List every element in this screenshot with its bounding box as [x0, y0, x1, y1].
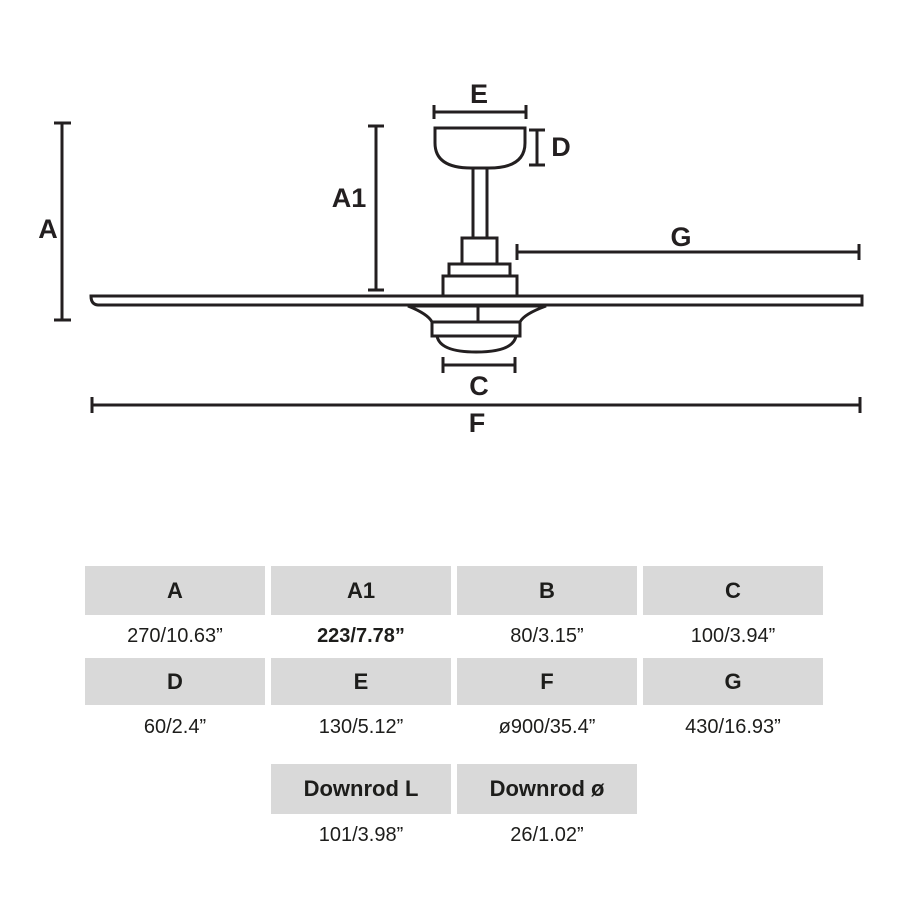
table-header-cell: D: [85, 658, 265, 705]
table-value-cell: 60/2.4”: [85, 705, 265, 749]
table-value-cell: 270/10.63”: [85, 615, 265, 658]
dim-label-f: F: [469, 408, 486, 438]
dim-label-a: A: [38, 214, 58, 244]
motor-mount-top: [460, 236, 499, 266]
table-value-cell: 101/3.98”: [271, 814, 451, 857]
ceiling-fan-dimension-diagram: A A1 E D G C F: [38, 79, 864, 438]
dim-line-g: [515, 244, 861, 260]
table-header-cell: B: [457, 566, 637, 615]
table-value-cell: 80/3.15”: [457, 615, 637, 658]
dim-line-a1: [368, 124, 384, 292]
canopy-outline: [433, 126, 527, 170]
dim-label-c: C: [469, 371, 489, 401]
motor-mount-base: [441, 274, 519, 298]
dim-line-d: [529, 128, 545, 167]
table-value-cell: 26/1.02”: [457, 814, 637, 857]
downrod: [471, 166, 489, 240]
dim-label-e: E: [470, 79, 488, 109]
table-header-cell: Downrod L: [271, 764, 451, 814]
table-header-cell: E: [271, 658, 451, 705]
table-header-cell: Downrod ø: [457, 764, 637, 814]
dim-label-d: D: [551, 132, 571, 162]
table-value-cell: 130/5.12”: [271, 705, 451, 749]
table-header-cell: G: [643, 658, 823, 705]
dimension-table: A A1 B C 270/10.63” 223/7.78” 80/3.15” 1…: [85, 566, 823, 857]
table-header-cell: F: [457, 658, 637, 705]
table-header-cell: A1: [271, 566, 451, 615]
table-header-row-downrod: Downrod L Downrod ø: [85, 764, 823, 814]
table-value-cell: 100/3.94”: [643, 615, 823, 658]
dim-label-g: G: [670, 222, 691, 252]
table-row-spacer: [85, 749, 823, 764]
table-value-cell: 223/7.78”: [271, 615, 451, 658]
dim-line-e: [432, 105, 528, 119]
table-header-row-2: D E F G: [85, 658, 823, 705]
dim-line-f: [90, 397, 862, 413]
table-header-cell: C: [643, 566, 823, 615]
table-header-row-1: A A1 B C: [85, 566, 823, 615]
dim-line-a: [54, 121, 71, 322]
light-kit-glass: [435, 334, 518, 354]
light-kit-band: [430, 320, 522, 338]
dim-line-c: [441, 357, 517, 373]
fan-blade: [89, 294, 864, 307]
table-value-row-1: 270/10.63” 223/7.78” 80/3.15” 100/3.94”: [85, 615, 823, 658]
motor-mount-mid: [447, 262, 512, 278]
table-value-row-downrod: 101/3.98” 26/1.02”: [85, 814, 823, 857]
dim-label-a1: A1: [332, 183, 367, 213]
table-header-cell: A: [85, 566, 265, 615]
table-value-row-2: 60/2.4” 130/5.12” ø900/35.4” 430/16.93”: [85, 705, 823, 749]
table-value-cell: ø900/35.4”: [457, 705, 637, 749]
table-value-cell: 430/16.93”: [643, 705, 823, 749]
